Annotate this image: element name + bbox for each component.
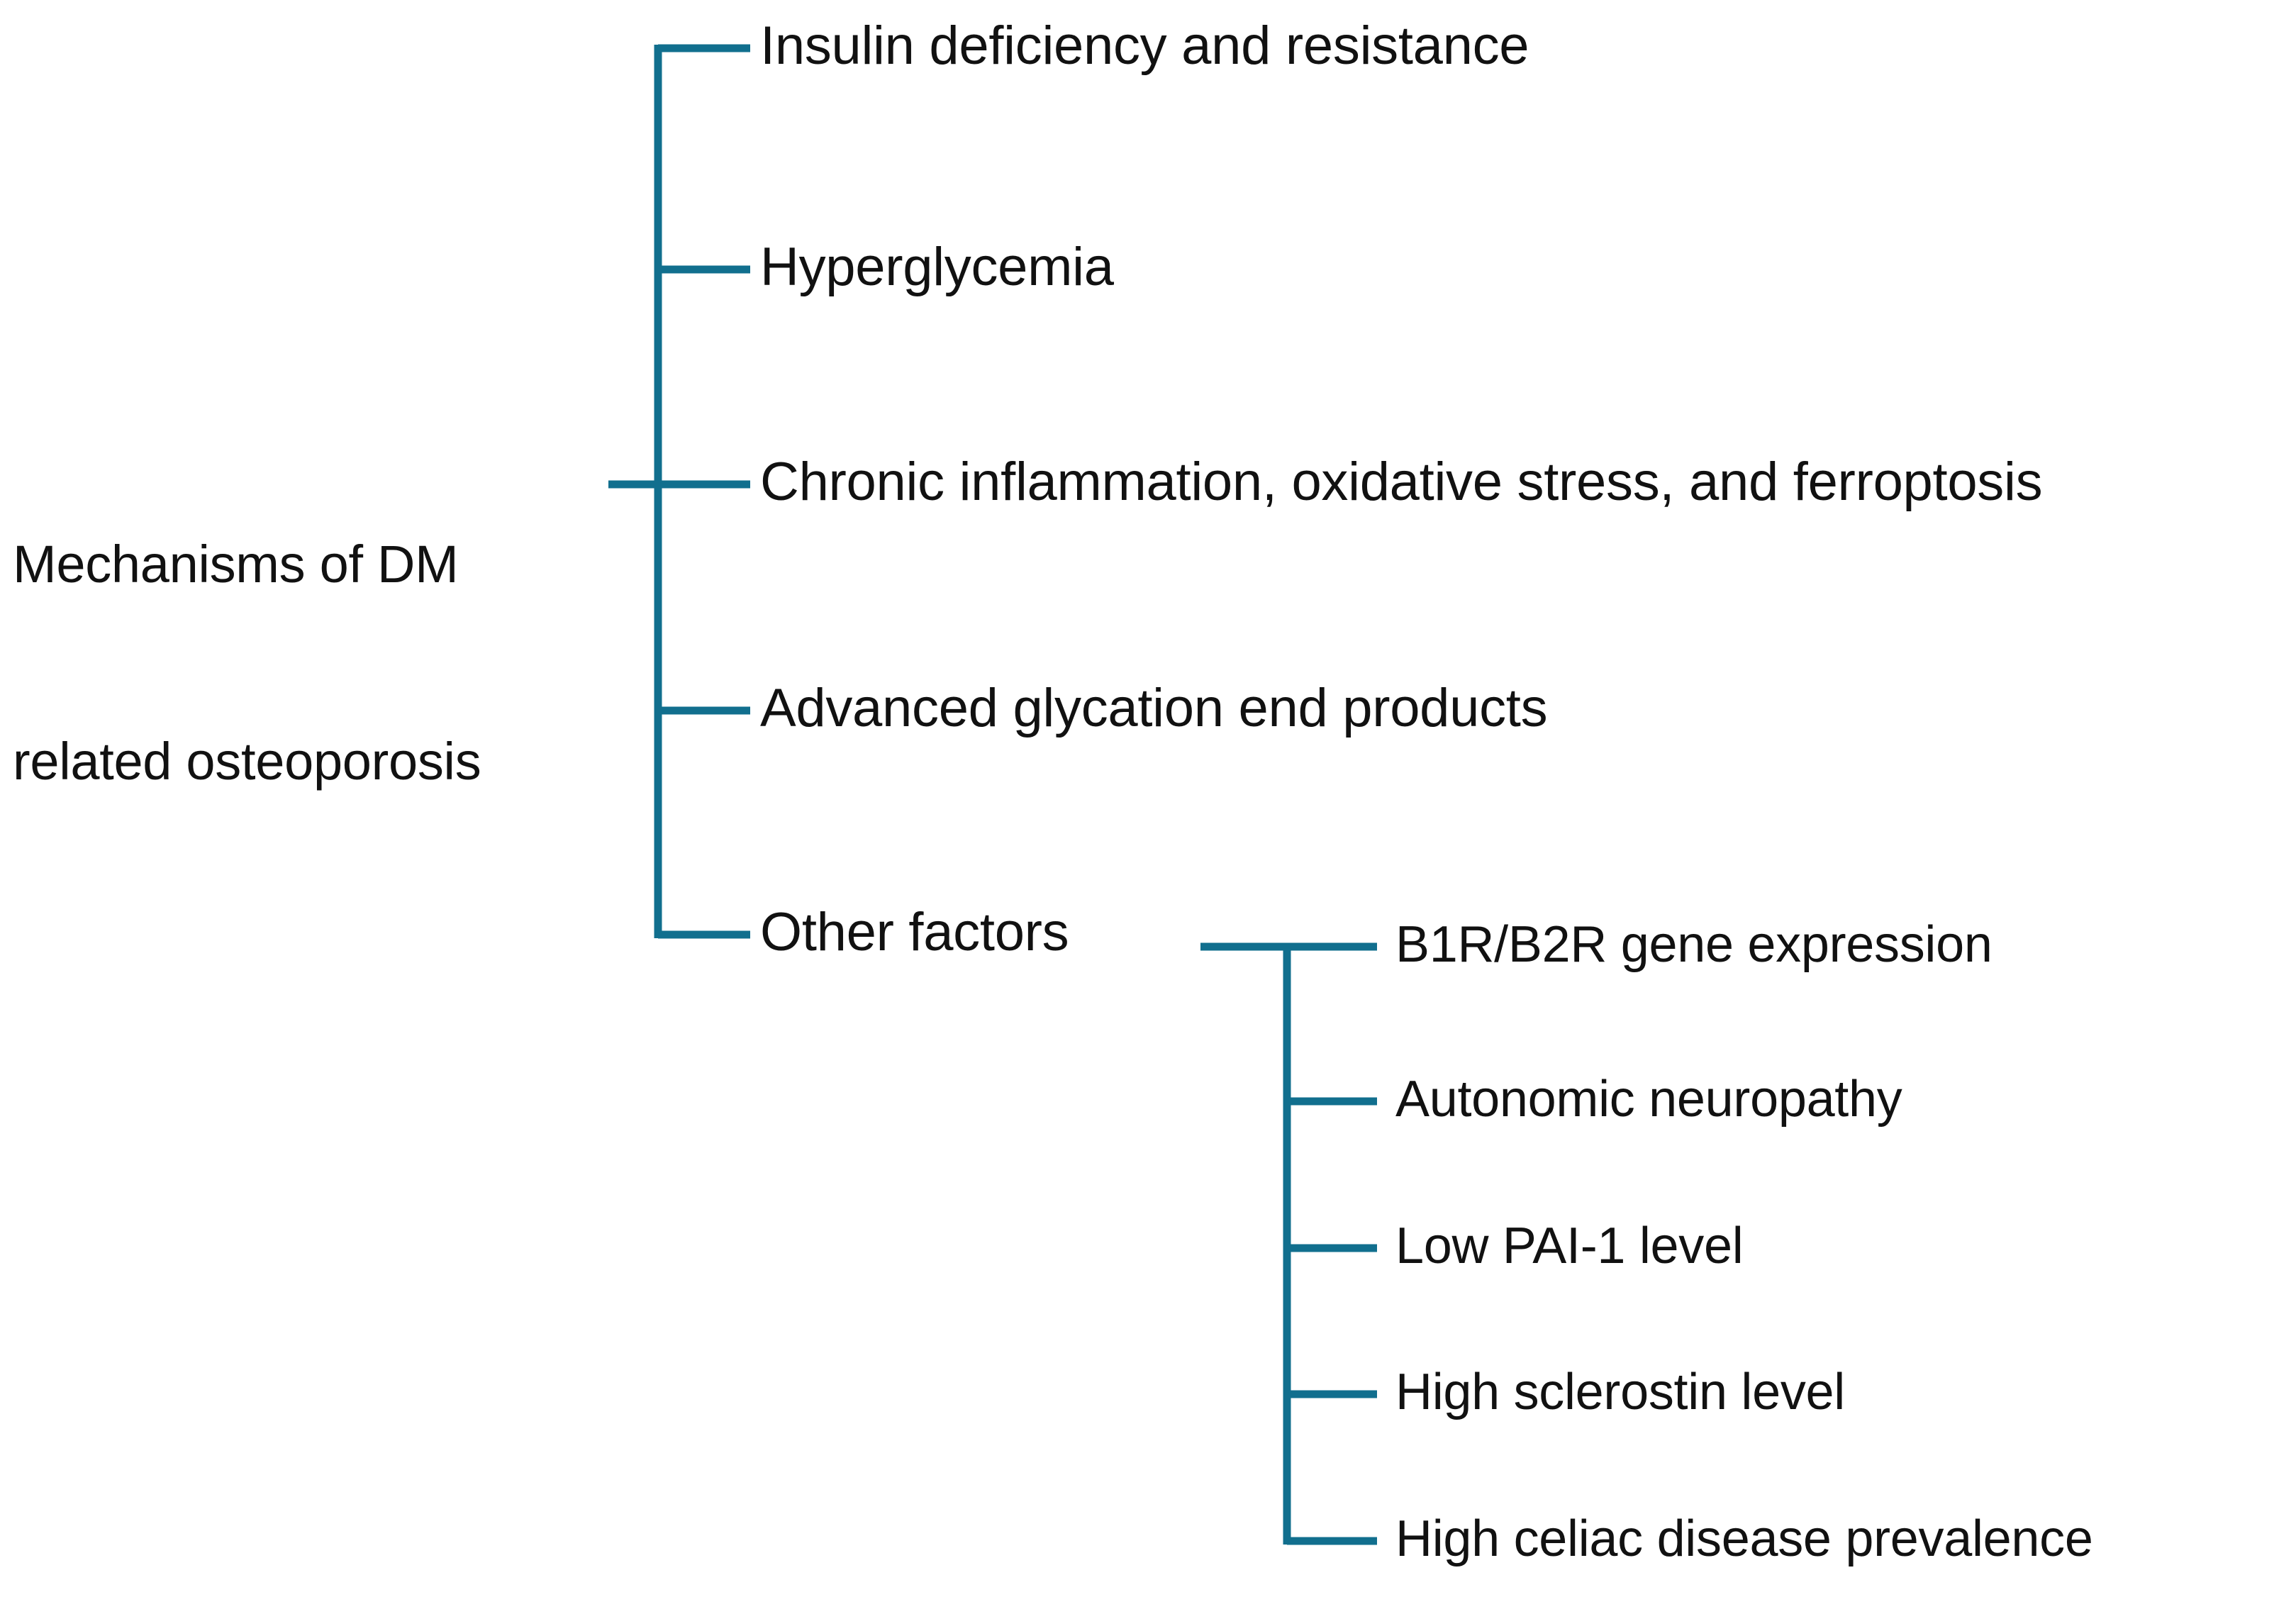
branch-node-insulin-deficiency-and-resistance: Insulin deficiency and resistance [760,16,1529,76]
branch-node-chronic-inflammation-oxidative-stress-and-ferroptosis: Chronic inflammation, oxidative stress, … [760,452,2043,512]
sub-branch-node-high-celiac-disease-prevalence: High celiac disease prevalence [1395,1510,2093,1567]
branch-node-advanced-glycation-end-products: Advanced glycation end products [760,678,1548,738]
root-node-line-1: Mechanisms of DM [13,535,459,594]
root-node-line-2: related osteoporosis [13,731,481,791]
branch-node-other-factors: Other factors [760,902,1069,962]
sub-branch-node-low-pai-1-level: Low PAI-1 level [1395,1218,1744,1274]
branch-node-hyperglycemia: Hyperglycemia [760,237,1114,297]
root-node: Mechanisms of DM related osteoporosis [13,401,623,925]
sub-branch-node-b1r-b2r-gene-expression: B1R/B2R gene expression [1395,916,1993,973]
sub-branch-node-autonomic-neuropathy: Autonomic neuropathy [1395,1071,1902,1128]
sub-branch-node-high-sclerostin-level: High sclerostin level [1395,1364,1845,1420]
